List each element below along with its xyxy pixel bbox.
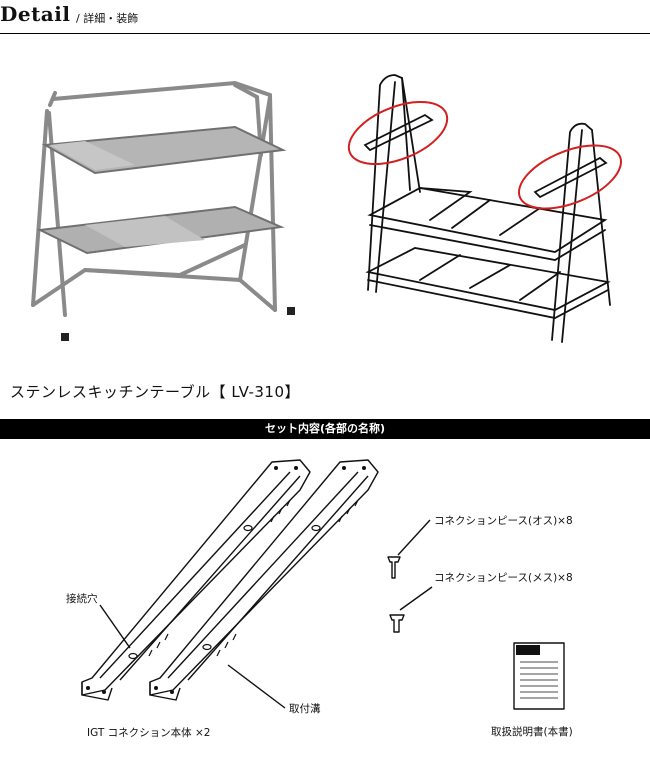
manual-label: 取扱説明書(本書) [491,726,573,738]
product-name: ステンレスキッチンテーブル【 LV-310】 [10,383,301,401]
parts-drawing [81,459,565,710]
mounting-groove-label: 取付溝 [289,703,321,715]
page-subtitle: / 詳細・装飾 [76,12,139,25]
connection-piece-male-label: コネクションピース(オス)×8 [434,515,573,527]
product-photo [31,80,295,341]
set-contents-banner: セット内容(各部の名称) [0,419,650,439]
assembly-diagram [347,74,623,343]
page-title: Detail [0,2,71,26]
parts-diagram: 接続穴 取付溝 IGT コネクション本体 ×2 コネクションピース(オス)×8 … [0,450,650,769]
connection-hole-label: 接続穴 [66,593,98,605]
igt-connection-body-label: IGT コネクション本体 ×2 [87,727,211,739]
header-divider [0,33,650,34]
connection-piece-female-label: コネクションピース(メス)×8 [434,572,573,584]
